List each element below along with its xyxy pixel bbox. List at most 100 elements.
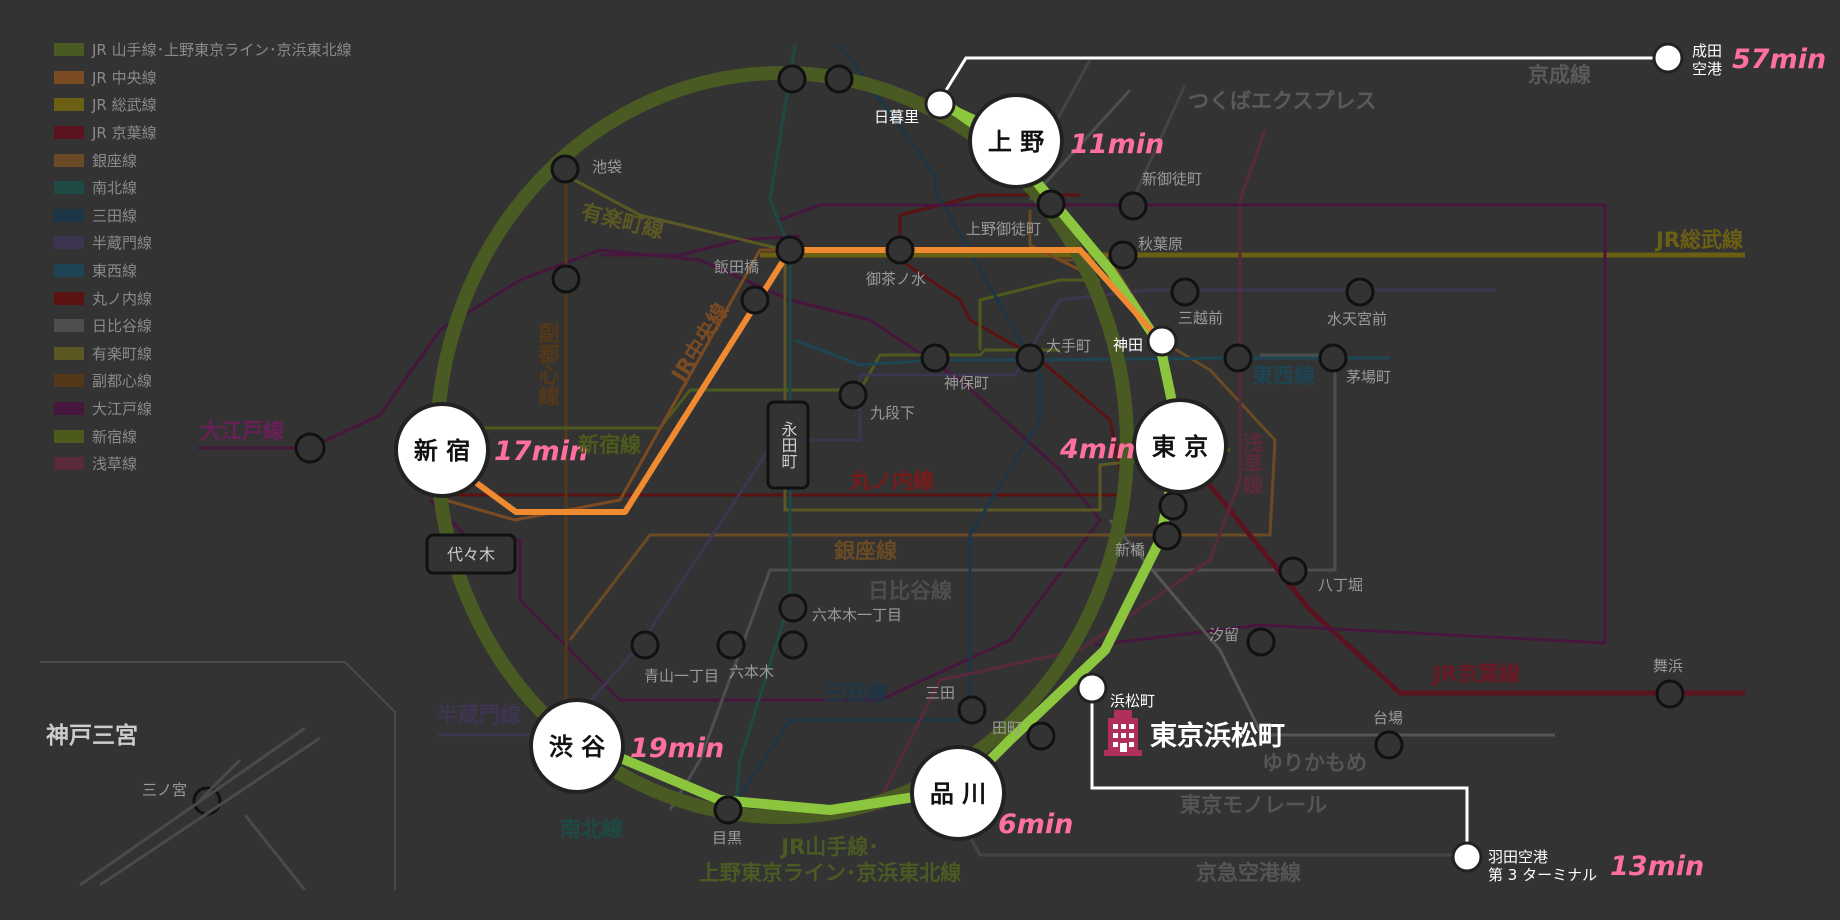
major-station-circles bbox=[394, 93, 1228, 841]
node-iidabashi bbox=[775, 235, 805, 265]
legend-item: 丸ノ内線 bbox=[54, 284, 434, 312]
label-suitengumae: 水天宮前 bbox=[1327, 310, 1387, 328]
inset-frame bbox=[40, 661, 396, 890]
node-roppongi-itchome bbox=[778, 593, 808, 623]
legend-swatch bbox=[54, 43, 84, 57]
legend-label: 半蔵門線 bbox=[92, 234, 153, 253]
legend-item: 銀座線 bbox=[54, 146, 434, 174]
time-shibuya: 19min bbox=[630, 733, 724, 764]
tsukuba-line-path bbox=[1133, 84, 1187, 196]
line-label-ginza: 銀座線 bbox=[834, 539, 897, 563]
node-akihabara bbox=[1108, 240, 1138, 270]
label-iidabashi: 飯田橋 bbox=[714, 258, 759, 276]
label-aoyama-itchome: 青山一丁目 bbox=[644, 667, 719, 685]
node-shiodome bbox=[1246, 627, 1276, 657]
line-label-tsukuba: つくばエクスプレス bbox=[1188, 89, 1376, 113]
narita-route bbox=[938, 56, 1668, 101]
node-tokyo-south-1 bbox=[1158, 491, 1188, 521]
line-label-keisei: 京成線 bbox=[1528, 63, 1591, 87]
node-mita bbox=[957, 695, 987, 725]
label-kanda: 神田 bbox=[1113, 336, 1143, 354]
line-label-marunouchi: 丸ノ内線 bbox=[849, 469, 934, 493]
legend-swatch bbox=[54, 208, 84, 222]
legend-item: 東西線 bbox=[54, 257, 434, 285]
node-hatchobori bbox=[1278, 556, 1308, 586]
node-kanda bbox=[1146, 325, 1178, 357]
legend-item: JR 中央線 bbox=[54, 64, 434, 92]
legend-label: 副都心線 bbox=[92, 372, 153, 391]
jr-chuo-dim-path bbox=[444, 248, 1081, 522]
inset-title: 神戸三宮 bbox=[46, 722, 138, 749]
time-haneda: 13min bbox=[1610, 851, 1704, 882]
legend-swatch bbox=[54, 429, 84, 443]
node-mitsukoshimae bbox=[1170, 277, 1200, 307]
label-meguro: 目黒 bbox=[712, 829, 742, 847]
node-haneda bbox=[1451, 841, 1483, 873]
legend-item: 三田線 bbox=[54, 202, 434, 230]
line-label-mita: 三田線 bbox=[824, 681, 887, 705]
station-shinjuku bbox=[394, 402, 490, 498]
line-label-hibiya: 日比谷線 bbox=[868, 579, 952, 603]
label-haneda-2: 第 3 ターミナル bbox=[1488, 866, 1597, 884]
legend-swatch bbox=[54, 126, 84, 140]
station-name-shibuya: 渋 谷 bbox=[549, 733, 606, 761]
legend-item: JR 総武線 bbox=[54, 91, 434, 119]
line-legend: JR 山手線･上野東京ライン･京浜東北線 JR 中央線 JR 総武線 JR 京葉線銀座… bbox=[54, 36, 434, 478]
node-daiba bbox=[1374, 730, 1404, 760]
hotel-marker: 東京浜松町 bbox=[1104, 710, 1285, 756]
label-sannomiya: 三ノ宮 bbox=[142, 781, 187, 799]
legend-label: 銀座線 bbox=[92, 151, 138, 170]
inset-lines bbox=[79, 726, 321, 891]
yurakucho-line-path bbox=[564, 173, 1231, 512]
node-aoyama-itchome bbox=[630, 630, 660, 660]
label-daiba: 台場 bbox=[1373, 709, 1403, 727]
label-ochanomizu: 御茶ノ水 bbox=[866, 270, 926, 288]
legend-label: 有楽町線 bbox=[92, 344, 153, 363]
legend-label: JR 総武線 bbox=[92, 96, 157, 115]
hotel-building-icon bbox=[1104, 710, 1142, 756]
node-roppongi bbox=[716, 630, 746, 660]
legend-item: JR 山手線･上野東京ライン･京浜東北線 bbox=[54, 36, 434, 64]
legend-label: 東西線 bbox=[92, 262, 138, 281]
time-narita: 57min bbox=[1732, 44, 1826, 75]
legend-item: 大江戸線 bbox=[54, 395, 434, 423]
label-kudanshita: 九段下 bbox=[870, 404, 915, 422]
line-label-asakusa: 浅草線 bbox=[1240, 432, 1264, 495]
node-maihama bbox=[1655, 679, 1685, 709]
label-otemachi: 大手町 bbox=[1046, 337, 1091, 355]
label-shiodome: 汐留 bbox=[1209, 626, 1239, 644]
station-tokyo bbox=[1132, 398, 1228, 494]
legend-swatch bbox=[54, 291, 84, 305]
time-tokyo: 4min bbox=[1059, 434, 1135, 465]
yoyogi-label: 代々木 bbox=[447, 545, 495, 564]
line-label-yamanote-1: JR山手線･ bbox=[779, 835, 878, 859]
legend-label: 日比谷線 bbox=[92, 317, 153, 336]
label-haneda-1: 羽田空港 bbox=[1488, 848, 1548, 866]
line-label-monorail: 東京モノレール bbox=[1180, 793, 1327, 817]
yoyogi-box bbox=[425, 533, 517, 575]
station-name-shinjuku: 新 宿 bbox=[414, 437, 470, 465]
node-north-2 bbox=[824, 64, 854, 94]
label-narita-1: 成田 bbox=[1692, 42, 1722, 60]
legend-label: JR 中央線 bbox=[92, 68, 157, 87]
station-shinagawa bbox=[910, 745, 1006, 841]
label-shin-okachimachi: 新御徒町 bbox=[1142, 170, 1202, 188]
legend-item: 新宿線 bbox=[54, 422, 434, 450]
node-jimbocho bbox=[920, 343, 950, 373]
legend-label: JR 山手線･上野東京ライン･京浜東北線 bbox=[92, 41, 352, 60]
label-tamachi: 田町 bbox=[992, 719, 1022, 737]
jr-chuo-highlight bbox=[446, 247, 1163, 515]
legend-label: 丸ノ内線 bbox=[92, 289, 153, 308]
legend-item: 日比谷線 bbox=[54, 312, 434, 340]
node-tamachi bbox=[1026, 721, 1056, 751]
legend-item: 有楽町線 bbox=[54, 340, 434, 368]
label-maihama: 舞浜 bbox=[1653, 657, 1683, 675]
legend-label: JR 京葉線 bbox=[92, 124, 157, 143]
label-hamamatsucho: 浜松町 bbox=[1110, 692, 1155, 710]
legend-label: 南北線 bbox=[92, 179, 138, 198]
line-label-tozai: 東西線 bbox=[1252, 364, 1315, 388]
line-label-jr-sobu: JR総武線 bbox=[1654, 228, 1743, 252]
node-nippori bbox=[924, 88, 956, 120]
legend-label: 新宿線 bbox=[92, 427, 138, 446]
